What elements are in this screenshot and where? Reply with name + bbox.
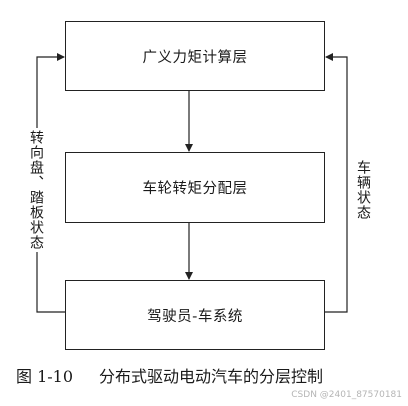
box-top-label: 广义力矩计算层 xyxy=(142,49,248,66)
label-vehicle-state: 车辆状态 xyxy=(355,158,371,222)
watermark: CSDN @2401_87570181 xyxy=(291,390,402,400)
label-steering-pedal-state: 转向盘、踏板状态 xyxy=(28,128,44,252)
box-middle-label: 车轮转矩分配层 xyxy=(142,181,248,197)
box-driver-vehicle-system: 驾驶员-车系统 xyxy=(65,280,325,350)
box-bottom-label: 驾驶员-车系统 xyxy=(147,308,243,325)
arrow-right-feedback xyxy=(325,53,348,313)
figure-number: 图 1-10 xyxy=(16,367,74,386)
box-wheel-torque-allocation-layer: 车轮转矩分配层 xyxy=(65,152,325,223)
figure-title: 分布式驱动电动汽车的分层控制 xyxy=(99,367,324,386)
box-generalized-torque-layer: 广义力矩计算层 xyxy=(65,21,325,91)
figure-caption: 图 1-10 分布式驱动电动汽车的分层控制 xyxy=(16,363,323,387)
